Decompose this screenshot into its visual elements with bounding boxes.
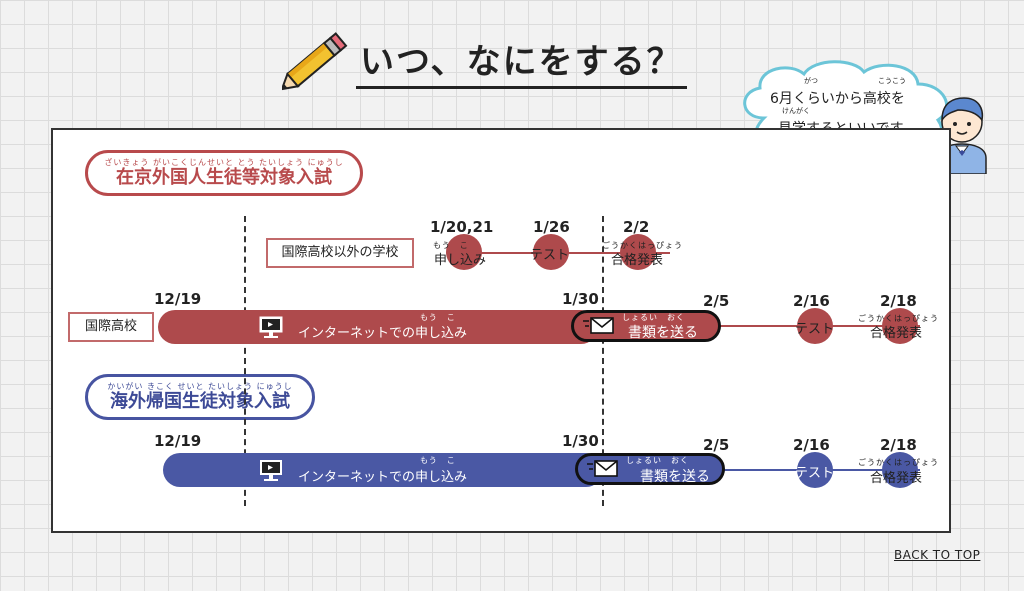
other-result-ruby: ごうかくはっぴょう	[602, 241, 683, 250]
blue-docs-ruby: しょるい おく	[626, 456, 689, 465]
monitor-icon	[258, 314, 284, 344]
red-start-date: 12/19	[154, 290, 202, 308]
red-doc-date: 2/5	[703, 292, 730, 310]
red-result-label: 合格発表	[870, 326, 923, 341]
other-result-label: 合格発表	[611, 253, 664, 268]
red-test-circle	[797, 308, 833, 344]
returnee-exam-ruby: かいがい きこく せいと たいしょう にゅうし	[107, 382, 293, 391]
blue-internet-bar	[163, 453, 603, 487]
other-result-date: 2/2	[623, 218, 650, 236]
red-result-circle	[882, 308, 918, 344]
red-test-label: テスト	[795, 322, 835, 337]
red-result-date: 2/18	[880, 292, 917, 310]
other-test-circle	[533, 234, 569, 270]
resident-exam-label: 在京外国人生徒等対象入試	[116, 167, 332, 188]
red-internet-label: インターネットでの申し込み	[298, 326, 468, 341]
blue-result-label: 合格発表	[870, 471, 923, 486]
speech-line-1: 6月くらいから高校を	[770, 91, 905, 107]
other-apply-circle	[446, 234, 482, 270]
other-test-label: テスト	[530, 248, 570, 263]
monitor-icon	[258, 457, 284, 487]
dashed-line-start	[244, 216, 246, 506]
red-end-date: 1/30	[562, 290, 599, 308]
blue-doc-date: 2/5	[703, 436, 730, 454]
envelope-icon	[582, 315, 616, 341]
red-docs-ruby: しょるい おく	[622, 313, 685, 322]
dashed-line-end	[602, 216, 604, 506]
speech-ruby-koukou: こうこう	[878, 77, 906, 85]
blue-end-date: 1/30	[562, 432, 599, 450]
red-docs-label: 書類を送る	[628, 325, 698, 341]
speech-ruby-gatsu: がつ	[804, 77, 818, 85]
blue-result-ruby: ごうかくはっぴょう	[858, 458, 939, 467]
page-title: いつ、なにをする？	[356, 42, 687, 89]
red-test-date: 2/16	[793, 292, 830, 310]
other-apply-date: 1/20,21	[430, 218, 494, 236]
other-result-circle	[620, 234, 656, 270]
red-result-ruby: ごうかくはっぴょう	[858, 314, 939, 323]
blue-test-date: 2/16	[793, 436, 830, 454]
pencil-icon	[280, 30, 352, 96]
other-apply-label: 申し込み	[434, 253, 487, 268]
red-internet-ruby: もう こ	[420, 313, 456, 322]
blue-docs-label: 書類を送る	[640, 469, 710, 485]
resident-exam-ruby: ざいきょう がいこくじんせいと とう たいしょう にゅうし	[104, 158, 344, 167]
blue-internet-label: インターネットでの申し込み	[298, 470, 468, 485]
blue-test-label: テスト	[795, 466, 835, 481]
envelope-icon	[586, 458, 620, 484]
resident-exam-title: ざいきょう がいこくじんせいと とう たいしょう にゅうし 在京外国人生徒等対象…	[85, 150, 363, 196]
returnee-exam-label: 海外帰国生徒対象入試	[110, 391, 290, 412]
red-docs-pill	[571, 310, 721, 342]
blue-internet-ruby: もう こ	[420, 456, 456, 465]
blue-result-circle	[882, 452, 918, 488]
other-connector	[470, 252, 670, 254]
intl-school-label: 国際高校	[68, 312, 154, 342]
other-apply-ruby: もう こ	[433, 241, 469, 250]
blue-start-date: 12/19	[154, 432, 202, 450]
speech-ruby-kengaku: けんがく	[782, 107, 810, 115]
other-test-date: 1/26	[533, 218, 570, 236]
blue-test-circle	[797, 452, 833, 488]
red-internet-bar	[158, 310, 598, 344]
blue-result-date: 2/18	[880, 436, 917, 454]
back-to-top-link[interactable]: BACK TO TOP	[894, 548, 981, 562]
returnee-exam-title: かいがい きこく せいと たいしょう にゅうし 海外帰国生徒対象入試	[85, 374, 315, 420]
other-schools-label: 国際高校以外の学校	[266, 238, 414, 268]
